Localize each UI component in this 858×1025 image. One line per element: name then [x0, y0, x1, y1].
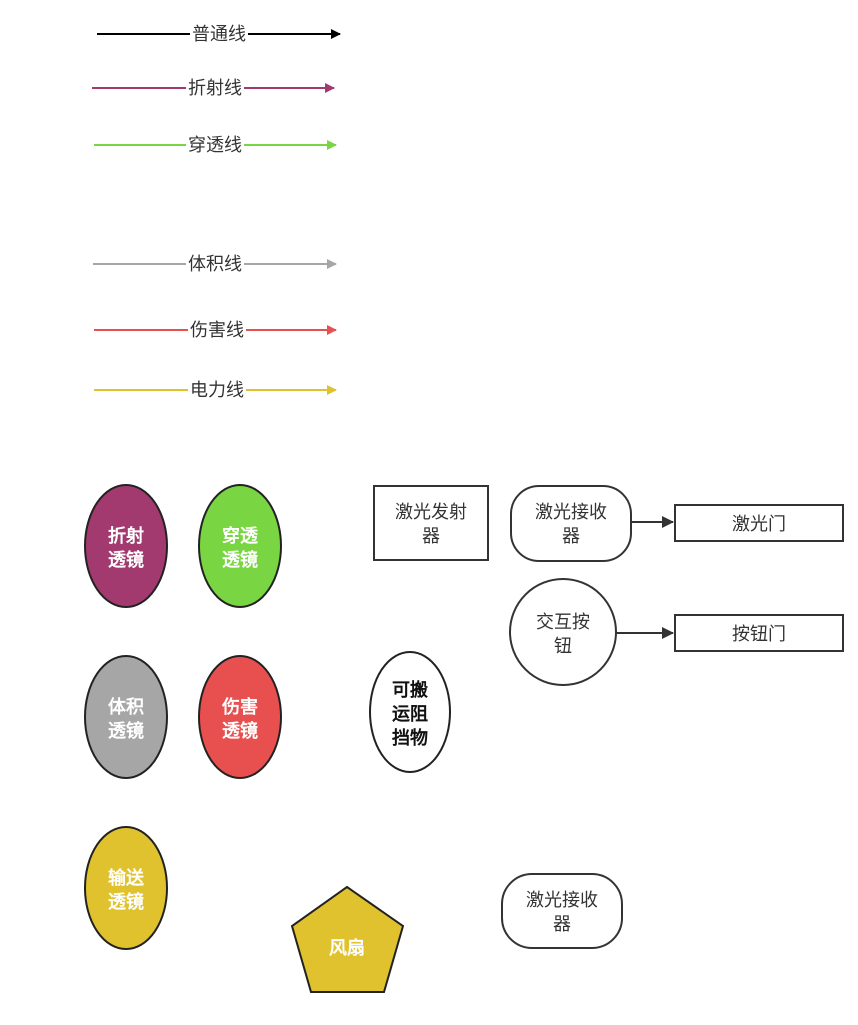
lens-refract-label-1: 折射: [108, 525, 144, 547]
lens-damage[interactable]: 伤害 透镜: [198, 655, 282, 779]
laser-receiver-2-box[interactable]: [501, 873, 623, 949]
lens-refract-label-2: 透镜: [108, 549, 144, 571]
laser-emitter-label-2: 器: [422, 526, 440, 547]
fan-label: 风扇: [329, 937, 365, 959]
interactive-button-label-1: 交互按: [536, 612, 590, 633]
movable-blocker-label-3: 挡物: [392, 727, 428, 749]
fan-pentagon-shape[interactable]: [290, 885, 405, 993]
lens-penetrate-label-1: 穿透: [222, 525, 259, 547]
laser-receiver-1[interactable]: 激光接收 器: [510, 485, 632, 562]
lens-conveyor-label-2: 透镜: [108, 891, 144, 913]
movable-blocker-shape[interactable]: [369, 651, 451, 773]
lens-damage-label-1: 伤害: [221, 696, 258, 718]
movable-blocker-label-1: 可搬: [392, 679, 428, 701]
lens-penetrate-shape[interactable]: [198, 484, 282, 608]
laser-receiver-1-label-2: 器: [562, 526, 580, 547]
laser-emitter[interactable]: 激光发射 器: [373, 485, 489, 561]
button-gate-box[interactable]: [674, 614, 844, 652]
lens-conveyor[interactable]: 输送 透镜: [84, 826, 168, 950]
legend-normal-label: 普通线: [192, 24, 246, 45]
movable-blocker[interactable]: 可搬 运阻 挡物: [369, 651, 451, 773]
laser-receiver-1-box[interactable]: [510, 485, 632, 562]
laser-emitter-box[interactable]: [373, 485, 489, 561]
laser-receiver-2[interactable]: 激光接收 器: [501, 873, 623, 949]
legend-normal: 普通线: [97, 24, 341, 45]
button-gate[interactable]: 按钮门: [674, 614, 844, 652]
button-gate-label: 按钮门: [732, 624, 786, 645]
lens-volume[interactable]: 体积 透镜: [84, 655, 168, 779]
legend-penetrate: 穿透线: [94, 135, 337, 156]
interactive-button[interactable]: 交互按 钮: [509, 578, 617, 686]
legend-volume: 体积线: [93, 254, 337, 275]
legend-power-label: 电力线: [190, 380, 244, 401]
interactive-button-label-2: 钮: [554, 636, 572, 657]
legend-damage-label: 伤害线: [190, 320, 244, 341]
laser-gate-box[interactable]: [674, 504, 844, 542]
laser-emitter-label-1: 激光发射: [395, 502, 467, 523]
lens-conveyor-shape[interactable]: [84, 826, 168, 950]
lens-damage-shape[interactable]: [198, 655, 282, 779]
lens-volume-label-1: 体积: [108, 696, 144, 718]
legend-refract-label: 折射线: [188, 78, 242, 99]
legend-damage: 伤害线: [94, 320, 337, 341]
lens-refract-shape[interactable]: [84, 484, 168, 608]
fan[interactable]: 风扇: [290, 885, 405, 993]
legend-penetrate-label: 穿透线: [188, 135, 242, 156]
lens-conveyor-label-1: 输送: [108, 867, 145, 889]
lens-volume-shape[interactable]: [84, 655, 168, 779]
laser-gate-label: 激光门: [732, 514, 786, 535]
legend-volume-label: 体积线: [188, 254, 242, 275]
legend-power: 电力线: [94, 380, 337, 401]
lens-refract[interactable]: 折射 透镜: [84, 484, 168, 608]
lens-penetrate[interactable]: 穿透 透镜: [198, 484, 282, 608]
lens-volume-label-2: 透镜: [108, 720, 144, 742]
lens-penetrate-label-2: 透镜: [222, 549, 258, 571]
laser-receiver-1-label-1: 激光接收: [535, 502, 607, 523]
movable-blocker-label-2: 运阻: [392, 704, 428, 725]
laser-receiver-2-label-2: 器: [553, 914, 571, 935]
lens-damage-label-2: 透镜: [222, 720, 258, 742]
laser-gate[interactable]: 激光门: [674, 504, 844, 542]
legend-refract: 折射线: [92, 78, 335, 99]
laser-receiver-2-label-1: 激光接收: [526, 890, 598, 911]
